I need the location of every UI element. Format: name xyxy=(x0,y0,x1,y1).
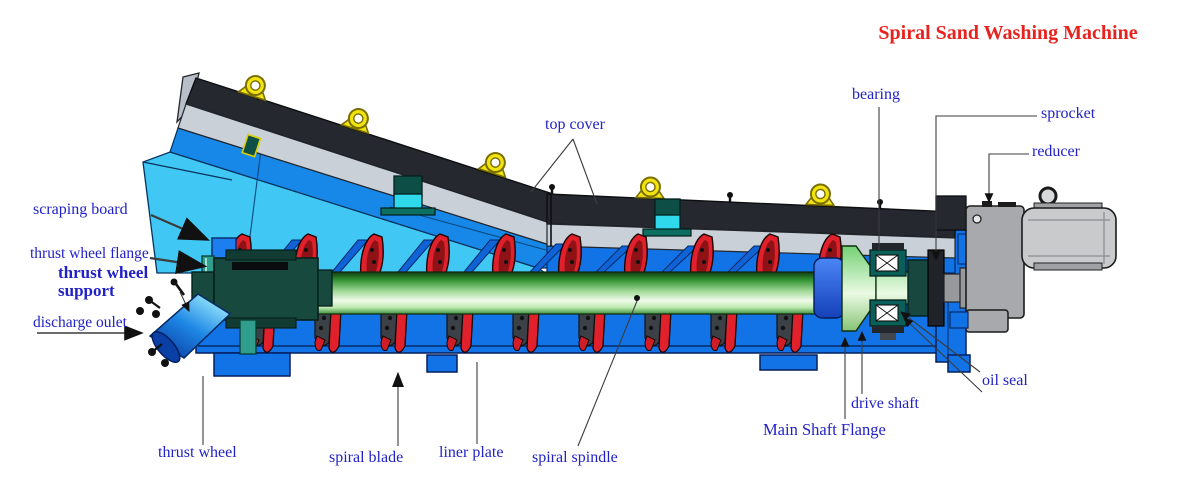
label-scraping-board: scraping board xyxy=(33,201,128,218)
label-sprocket: sprocket xyxy=(1041,105,1096,122)
label-main-shaft-flange: Main Shaft Flange xyxy=(763,420,886,439)
diagram-title: Spiral Sand Washing Machine xyxy=(878,22,1138,44)
label-drive-shaft: drive shaft xyxy=(851,395,919,412)
motor-body xyxy=(1021,207,1117,269)
bearing-top xyxy=(869,243,907,277)
machine-foot xyxy=(213,352,291,377)
label-thrust-wheel-flange: thrust wheel flange xyxy=(30,245,149,262)
label-oil-seal: oil seal xyxy=(982,372,1028,389)
top-cover xyxy=(176,72,967,259)
motor-eye-ring xyxy=(1038,186,1058,206)
bearing-bottom xyxy=(869,299,907,340)
sprocket-part xyxy=(927,249,945,327)
discharge-outlet xyxy=(136,278,232,367)
spindle-pointer-dot xyxy=(634,295,640,301)
machine-foot xyxy=(759,354,818,371)
leader-lines xyxy=(37,107,1037,447)
label-bearing: bearing xyxy=(852,86,900,103)
machine-foot xyxy=(947,354,971,373)
label-thrust-wheel-support: thrust wheel support xyxy=(58,263,149,300)
drive-end-assembly xyxy=(813,186,1117,340)
label-reducer: reducer xyxy=(1032,143,1080,160)
label-top-cover: top cover xyxy=(545,116,605,133)
bearing-hanger-boxes xyxy=(380,175,692,237)
spindle-end-cap xyxy=(813,257,845,319)
thrust-wheel-assembly xyxy=(191,237,333,355)
inspection-hatch xyxy=(241,133,262,158)
label-thrust-wheel: thrust wheel xyxy=(158,444,237,461)
machine-foot xyxy=(426,354,458,373)
label-discharge-outlet: discharge oulet xyxy=(33,314,127,331)
label-liner-plate: liner plate xyxy=(439,444,504,461)
label-spiral-spindle: spiral spindle xyxy=(532,449,618,466)
label-spiral-blade: spiral blade xyxy=(329,449,404,466)
